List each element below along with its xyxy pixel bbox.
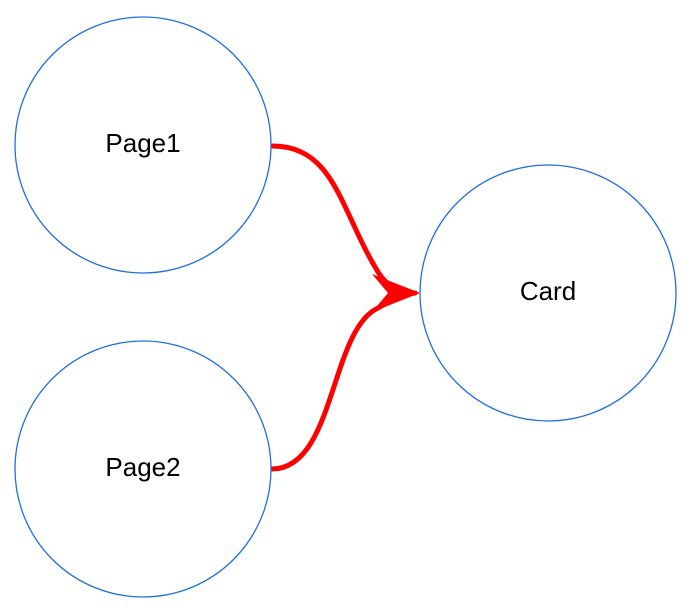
node-page2-label: Page2 <box>105 452 180 482</box>
node-page1-circle <box>14 16 272 274</box>
node-card-label: Card <box>520 276 576 306</box>
arrowhead-into-card <box>372 274 420 312</box>
node-card[interactable]: Card <box>419 164 677 422</box>
node-page1-label: Page1 <box>105 128 180 158</box>
edge-page2-to-card <box>269 290 418 472</box>
node-card-circle <box>419 164 677 422</box>
node-page1[interactable]: Page1 <box>14 16 272 274</box>
edge-page1-to-card <box>269 143 418 296</box>
node-page2-circle <box>14 340 272 598</box>
node-page2[interactable]: Page2 <box>14 340 272 598</box>
